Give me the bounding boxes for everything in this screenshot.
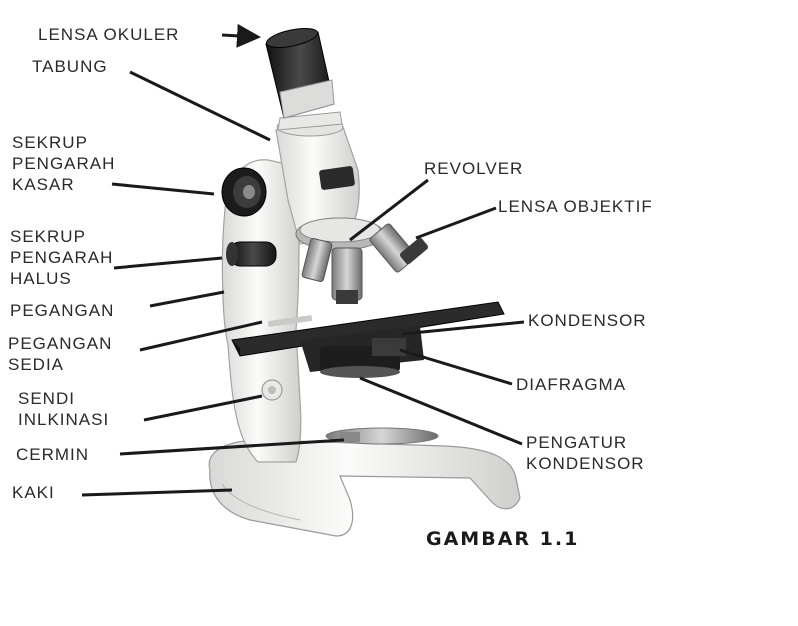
label-sekrup-kasar-line-3: KASAR bbox=[12, 175, 75, 194]
condenser bbox=[320, 338, 406, 378]
label-sekrup-kasar: SEKRUP PENGARAH KASAR bbox=[12, 132, 115, 195]
label-sekrup-halus-line-3: HALUS bbox=[10, 269, 72, 288]
label-sendi-line-1: SENDI bbox=[18, 389, 75, 408]
label-pegangan: PEGANGAN bbox=[10, 301, 115, 320]
label-kaki: KAKI bbox=[12, 483, 55, 502]
label-sekrup-halus: SEKRUP PENGARAH HALUS bbox=[10, 226, 113, 289]
label-pegangan-sedia-line-1: PEGANGAN bbox=[8, 334, 113, 353]
fine-knob bbox=[226, 241, 277, 267]
figure-caption: GAMBAR 1.1 bbox=[426, 528, 580, 550]
label-kondensor: KONDENSOR bbox=[528, 311, 647, 330]
label-sekrup-halus-line-1: SEKRUP bbox=[10, 227, 86, 246]
eyepiece bbox=[265, 27, 335, 119]
label-revolver: REVOLVER bbox=[424, 159, 524, 178]
body-tube bbox=[275, 111, 360, 245]
label-pengatur-line-1: PENGATUR bbox=[526, 433, 628, 452]
label-diafragma: DIAFRAGMA bbox=[516, 375, 627, 394]
coarse-knob bbox=[221, 167, 267, 217]
label-sekrup-kasar-line-2: PENGARAH bbox=[12, 154, 116, 173]
label-sendi-line-2: INLKINASI bbox=[18, 410, 110, 429]
label-sendi: SENDI INLKINASI bbox=[18, 388, 109, 430]
label-lensa-okuler: LENSA OKULER bbox=[38, 25, 180, 44]
label-lensa-objektif: LENSA OBJEKTIF bbox=[498, 197, 653, 216]
label-pegangan-sedia: PEGANGAN SEDIA bbox=[8, 333, 112, 375]
leader-lines bbox=[81, 23, 525, 497]
label-pengatur-line-2: KONDENSOR bbox=[526, 454, 645, 473]
label-sekrup-halus-line-2: PENGARAH bbox=[10, 248, 114, 267]
label-pengatur-kondensor: PENGATUR KONDENSOR bbox=[526, 432, 645, 474]
mirror bbox=[325, 427, 439, 445]
objective-lenses bbox=[301, 223, 428, 304]
label-pegangan-sedia-line-2: SEDIA bbox=[8, 355, 65, 374]
label-sekrup-kasar-line-1: SEKRUP bbox=[12, 133, 88, 152]
label-cermin: CERMIN bbox=[16, 445, 90, 464]
label-tabung: TABUNG bbox=[32, 57, 108, 76]
